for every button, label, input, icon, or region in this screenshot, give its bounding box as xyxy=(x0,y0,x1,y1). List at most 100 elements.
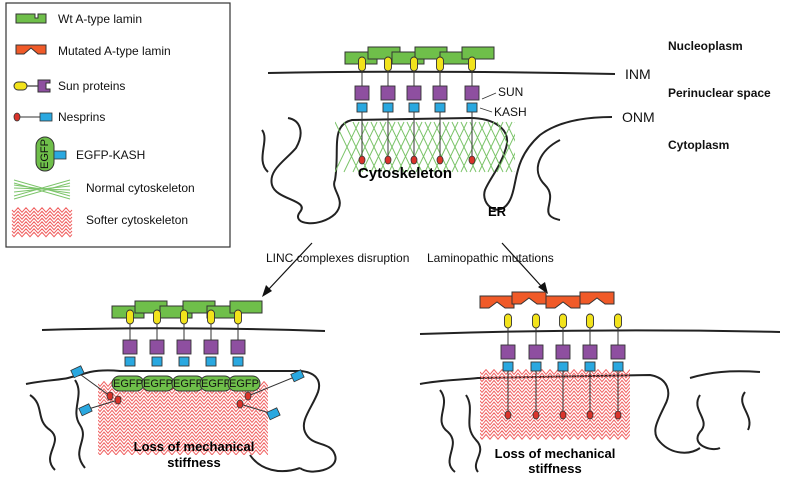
linc-complex xyxy=(464,56,480,165)
sun-domain xyxy=(432,85,448,101)
linc-complex xyxy=(406,56,422,165)
sun-head xyxy=(436,56,444,72)
sun-domain xyxy=(610,344,626,360)
sun-domain xyxy=(406,85,422,101)
kash-domain xyxy=(466,102,478,113)
kash-domain xyxy=(205,356,217,367)
sun-head xyxy=(468,56,476,72)
bottom-right-panel: Loss of mechanical stiffness xyxy=(419,291,781,476)
wt-lamin-block xyxy=(461,46,495,60)
legend-egfp-text: EGFP xyxy=(39,139,51,169)
label-cytoskeleton: Cytoskeleton xyxy=(358,165,452,182)
legend-label-mutated-lamin: Mutated A-type lamin xyxy=(58,44,171,58)
nesprin-end xyxy=(410,155,418,165)
label-linc-disruption: LINC complexes disruption xyxy=(266,251,409,265)
top-panel: INM ONM SUN KASH Cytoskeleton ER xyxy=(261,46,655,225)
linc-complex xyxy=(432,56,448,165)
kash-domain xyxy=(612,361,624,372)
nesprin-end xyxy=(532,410,540,420)
sun-domain xyxy=(354,85,370,101)
egfp-label: EGFP xyxy=(229,378,259,390)
legend-label-softer-cyto: Softer cytoskeleton xyxy=(86,213,188,227)
softer-cytoskeleton-icon xyxy=(11,207,73,238)
mutated-lamin-block xyxy=(479,295,515,309)
label-loss-left-2: stiffness xyxy=(167,455,220,470)
kash-domain xyxy=(557,361,569,372)
mutated-lamin-block xyxy=(579,291,615,305)
legend-label-sun: Sun proteins xyxy=(58,79,125,93)
linc-complex xyxy=(610,313,626,420)
kash-domain xyxy=(434,102,446,113)
sun-domain xyxy=(380,85,396,101)
label-laminopathic: Laminopathic mutations xyxy=(427,251,554,265)
sun-domain xyxy=(528,344,544,360)
legend-label-egfp-kash: EGFP-KASH xyxy=(76,148,145,162)
kash-domain xyxy=(584,361,596,372)
egfp-blob xyxy=(227,375,261,392)
mutated-lamina-bottom-right xyxy=(479,291,615,309)
linc-complexes-bottom-left xyxy=(122,309,246,367)
arrow-right xyxy=(501,242,548,294)
sun-head xyxy=(586,313,594,329)
sun-domain xyxy=(464,85,480,101)
sun-head xyxy=(384,56,392,72)
linc-complexes-top xyxy=(354,56,480,165)
sun-domain xyxy=(582,344,598,360)
nesprin-end xyxy=(384,155,392,165)
nesprin-end xyxy=(559,410,567,420)
kash-domain xyxy=(502,361,514,372)
nesprin-end xyxy=(614,410,622,420)
displaced-nesprin xyxy=(244,369,305,401)
legend-frame xyxy=(5,2,231,248)
label-inm: INM xyxy=(625,66,651,82)
sun-head xyxy=(559,313,567,329)
egfp-label: EGFP xyxy=(201,378,231,390)
nesprin-icon xyxy=(13,112,53,122)
kash-domain xyxy=(178,356,190,367)
sun-domain xyxy=(500,344,516,360)
arrow-left xyxy=(262,242,313,297)
linc-complex xyxy=(149,309,165,367)
sun-head xyxy=(234,309,242,325)
label-loss-right-1: Loss of mechanical xyxy=(495,446,616,461)
displaced-nesprins xyxy=(70,365,305,421)
linc-complex xyxy=(176,309,192,367)
mutated-lamin-block xyxy=(511,291,547,305)
wt-lamin-icon xyxy=(15,13,47,24)
linc-complex xyxy=(380,56,396,165)
sun-head xyxy=(207,309,215,325)
sun-domain xyxy=(176,339,192,355)
egfp-label: EGFP xyxy=(113,378,143,390)
label-perinuclear-space: Perinuclear space xyxy=(668,86,771,100)
label-er: ER xyxy=(488,204,507,219)
nesprin-end xyxy=(358,155,366,165)
legend-label-nesprins: Nesprins xyxy=(58,110,105,124)
kash-domain xyxy=(232,356,244,367)
legend-label-wt-lamin: Wt A-type lamin xyxy=(58,12,142,26)
label-kash: KASH xyxy=(494,105,527,119)
label-sun: SUN xyxy=(498,85,523,99)
egfp-label: EGFP xyxy=(143,378,173,390)
nesprin-end xyxy=(436,155,444,165)
label-loss-left-1: Loss of mechanical xyxy=(134,439,255,454)
sun-head xyxy=(410,56,418,72)
inm-line-bottom-right xyxy=(419,329,781,335)
mutated-lamin-icon xyxy=(15,44,47,55)
displaced-nesprin xyxy=(236,399,281,421)
linc-complex xyxy=(528,313,544,420)
label-onm: ONM xyxy=(622,109,655,125)
sun-protein-icon xyxy=(13,79,51,93)
legend: Wt A-type lamin Mutated A-type lamin Sun… xyxy=(5,2,231,248)
onm-er-outline-top xyxy=(270,116,613,225)
sun-domain xyxy=(555,344,571,360)
legend-label-normal-cyto: Normal cytoskeleton xyxy=(86,181,195,195)
sun-head xyxy=(614,313,622,329)
er-fold-top xyxy=(536,139,561,221)
linc-complex xyxy=(582,313,598,420)
linc-complex xyxy=(354,56,370,165)
linc-complex xyxy=(500,313,516,420)
sun-domain xyxy=(149,339,165,355)
